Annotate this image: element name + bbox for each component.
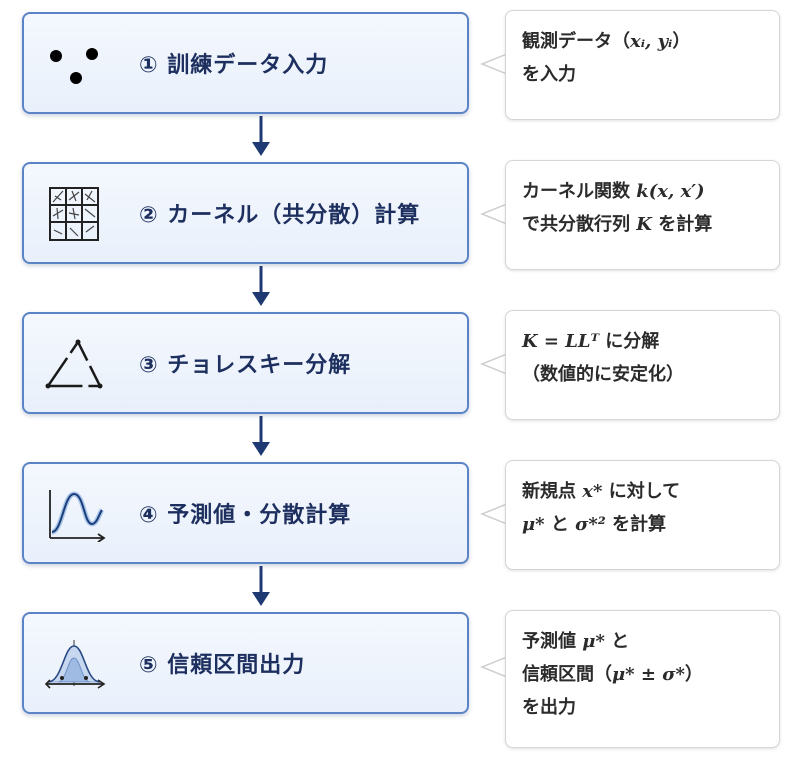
note-1-line-2: を入力 [522,64,576,85]
step-5-box: ⑤ 信頼区間出力 [22,612,469,714]
note-4-line-1: 新規点 x* に対して [522,481,681,502]
step-4-box: ④ 予測値・分散計算 [22,462,469,564]
step-5-note: 予測値 μ* と 信頼区間（μ* ± σ*） を出力 [505,610,780,748]
callout-pointer [480,503,507,525]
covariance-matrix-icon [49,187,99,241]
step-1-note: 観測データ（xᵢ, yᵢ） を入力 [505,10,780,120]
step-4-note: 新規点 x* に対して μ* と σ*² を計算 [505,460,780,570]
data-points-icon [50,48,98,84]
step-1-box: ① 訓練データ入力 [22,12,469,114]
note-4-line-2: μ* と σ*² を計算 [522,514,666,535]
note-5-line-3: を出力 [522,697,576,718]
note-2-line-1: カーネル関数 k(x, x′) [522,181,705,202]
step-4-title: ④ 予測値・分散計算 [139,503,352,528]
gaussian-interval-icon [44,640,106,689]
note-1-line-1: 観測データ（xᵢ, yᵢ） [522,31,691,52]
callout-pointer [480,203,507,225]
step-3-note: K = LLᵀ に分解 （数値的に安定化） [505,310,780,420]
step-2-note: カーネル関数 k(x, x′) で共分散行列 K を計算 [505,160,780,270]
arrow-down-icon [252,416,270,456]
note-3-line-2: （数値的に安定化） [522,364,684,385]
callout-pointer [480,656,507,678]
note-2-line-2: で共分散行列 K を計算 [522,214,713,235]
curve-plot-icon [49,490,106,542]
step-2-box: ② カーネル（共分散）計算 [22,162,469,264]
step-2-title: ② カーネル（共分散）計算 [139,203,421,228]
arrow-down-icon [252,266,270,306]
step-3-title: ③ チョレスキー分解 [139,353,352,378]
callout-pointer [480,353,507,375]
arrow-down-icon [252,566,270,606]
step-3-box: ③ チョレスキー分解 [22,312,469,414]
note-5-line-1: 予測値 μ* と [522,631,630,652]
arrow-down-icon [252,116,270,156]
note-3-line-1: K = LLᵀ に分解 [522,331,660,352]
callout-pointer [480,53,507,75]
step-1-title: ① 訓練データ入力 [139,53,329,78]
step-5-title: ⑤ 信頼区間出力 [139,653,306,678]
note-5-line-2: 信頼区間（μ* ± σ*） [522,664,703,685]
triangle-icon [45,339,103,389]
